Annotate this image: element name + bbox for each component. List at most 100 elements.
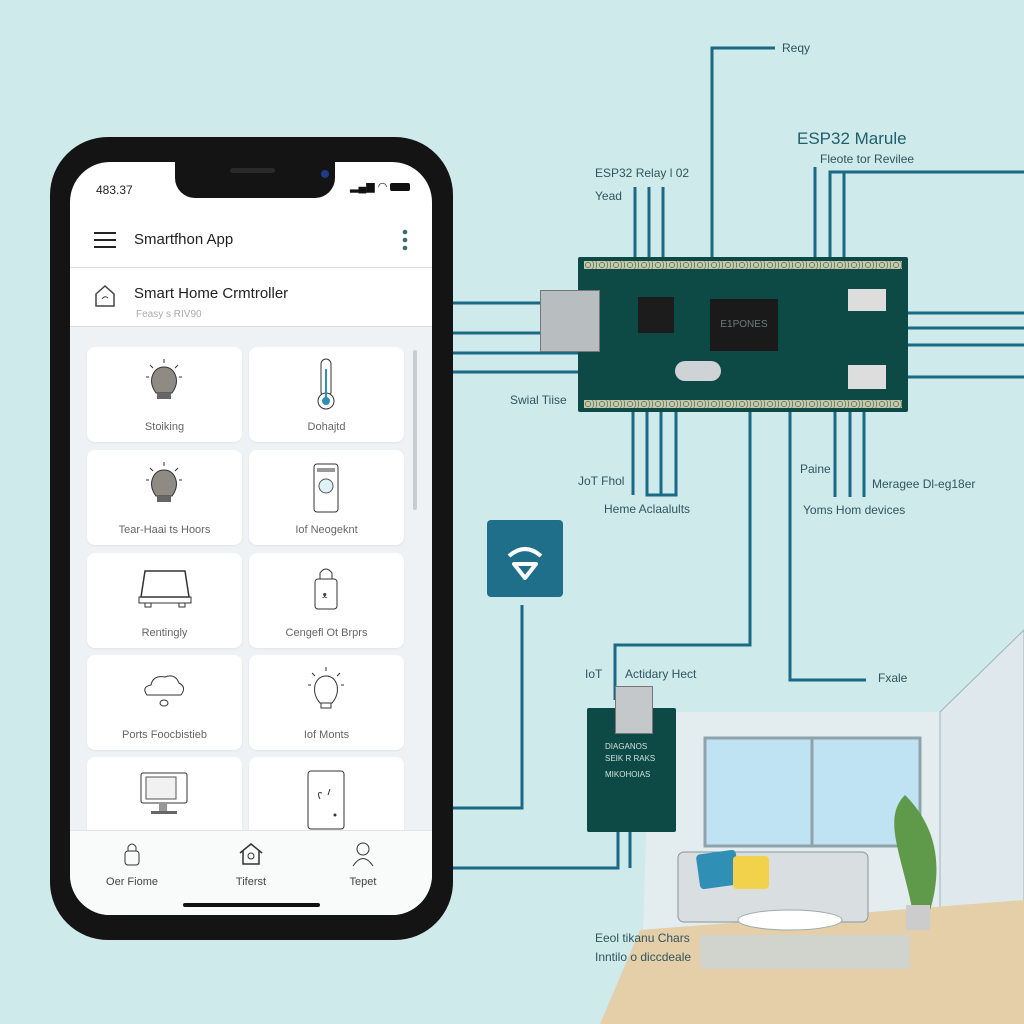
device-card[interactable]: Ports Foocbistieb — [87, 655, 242, 750]
board-text-2: SEIK R RAKS — [605, 754, 656, 763]
label-esp32-module-sub: Fleote tor Revilee — [820, 152, 915, 166]
device-card[interactable]: Tear-Haai ts Hoors — [87, 450, 242, 545]
board-text-1: DIAGANOS — [605, 742, 648, 751]
more-options-icon[interactable] — [402, 229, 408, 251]
app-bar: Smartfhon App — [70, 214, 432, 268]
label-home-actuators: Heme Aclaalults — [604, 502, 691, 516]
controller-header: Smart Home Crmtroller Feasy s RIV90 — [70, 268, 432, 327]
user-icon — [352, 842, 374, 867]
svg-text:ᴥ: ᴥ — [322, 590, 328, 600]
wire-wifi — [453, 605, 524, 810]
device-card[interactable]: Stoiking — [87, 347, 242, 442]
home-controller-icon — [95, 284, 115, 307]
smartphone: 483.37 ▂▄▆ ◠ Smartfhon App Smart Home Cr… — [50, 137, 453, 940]
component-button — [848, 365, 886, 389]
scrollbar[interactable] — [413, 350, 417, 510]
main-chip: E1PONES — [710, 299, 778, 351]
device-card[interactable]: ᴥ Cengefl Ot Brprs — [249, 553, 404, 648]
device-label: Ports Foocbistieb — [122, 729, 207, 741]
wifi-status-icon: ◠ — [377, 181, 388, 193]
app-title: Smartfhon App — [134, 231, 234, 248]
wire-small-board — [613, 412, 752, 700]
speaker — [230, 168, 275, 173]
nav-item-tepet[interactable]: Tepet — [313, 841, 413, 888]
status-icons: ▂▄▆ ◠ — [350, 180, 411, 193]
label-meragee: Meragee Dl-eg18er — [872, 477, 976, 491]
controller-title: Smart Home Crmtroller — [134, 285, 289, 302]
component-switch — [848, 289, 886, 311]
laptop-icon — [138, 570, 192, 608]
nav-label: Tepet — [349, 876, 377, 888]
bottom-nav: Oer Fiome Tiferst Tepet — [70, 830, 432, 915]
relay-board: DIAGANOS SEIK R RAKS MIKOHOIAS — [587, 686, 676, 832]
camera — [321, 170, 329, 178]
lightbulb-icon — [146, 462, 182, 502]
device-label: Rentingly — [141, 627, 188, 639]
device-card[interactable]: Rentingly — [87, 553, 242, 648]
device-grid: Stoiking Dohajtd Tear-Haai ts Hoors Iof … — [70, 327, 432, 852]
pin-header-bottom — [584, 400, 902, 408]
wire-devices — [833, 412, 866, 497]
cloud-icon — [144, 675, 185, 707]
label-paine: Paine — [800, 462, 831, 476]
nav-item-tiferst[interactable]: Tiferst — [201, 841, 301, 888]
label-esp32-module: ESP32 Marule — [797, 129, 907, 148]
device-label: Cengefl Ot Brprs — [285, 627, 368, 639]
device-label: Iof Monts — [303, 729, 350, 741]
lock-icon — [124, 843, 140, 866]
device-label: Dohajtd — [307, 421, 346, 433]
door-icon — [307, 770, 345, 830]
status-time: 483.37 — [96, 183, 133, 197]
label-reqy: Reqy — [782, 41, 811, 55]
wire-small-bottom — [453, 832, 632, 870]
thermometer-icon — [317, 358, 335, 410]
lightbulb-outline-icon — [308, 667, 344, 709]
phone-screen: 483.37 ▂▄▆ ◠ Smartfhon App Smart Home Cr… — [70, 162, 432, 915]
monitor-icon — [140, 772, 188, 814]
lightbulb-icon — [146, 359, 182, 399]
battery-icon — [390, 183, 411, 192]
label-actidary: Actidary Hect — [625, 667, 697, 681]
bag-icon: ᴥ — [314, 568, 338, 610]
living-room-illustration — [600, 629, 1024, 1024]
home-indicator[interactable] — [183, 903, 320, 907]
device-card[interactable]: Iof Monts — [249, 655, 404, 750]
label-yead: Yead — [595, 189, 622, 203]
wifi-icon — [507, 547, 543, 580]
remote-device-icon — [313, 463, 339, 513]
device-label: Tear-Haai ts Hoors — [118, 524, 211, 536]
label-esp32-relay: ESP32 Relay l 02 — [595, 166, 690, 180]
crystal — [675, 361, 721, 381]
wire-module-2 — [828, 170, 1024, 257]
wifi-tile — [487, 520, 563, 597]
signal-icon: ▂▄▆ — [350, 181, 375, 193]
wire-fxale — [788, 412, 866, 682]
label-home-devices: Yoms Hom devices — [803, 503, 906, 517]
nav-label: Tiferst — [235, 876, 267, 888]
nav-item-home[interactable]: Oer Fiome — [82, 841, 182, 888]
esp32-board: E1PONES — [540, 257, 908, 412]
label-iot-fhol: JoT Fhol — [578, 474, 625, 488]
label-swial: Swial Tiise — [510, 393, 567, 407]
label-inntilo: Inntilo o diccdeale — [595, 950, 692, 964]
wire-actuators — [631, 412, 678, 497]
chip-small — [638, 297, 674, 333]
device-label: Stoiking — [144, 421, 185, 433]
device-card[interactable]: Dohajtd — [249, 347, 404, 442]
wire-reqy — [710, 46, 775, 257]
device-label: Iof Neogeknt — [295, 524, 358, 536]
relay-connector — [615, 686, 653, 734]
label-eeol: Eeol tikanu Chars — [595, 931, 690, 945]
label-iot: IoT — [585, 667, 603, 681]
label-fxale: Fxale — [878, 671, 908, 685]
usb-port — [540, 290, 600, 352]
nav-label: Oer Fiome — [106, 876, 158, 888]
notch — [175, 162, 335, 198]
pin-header-top — [584, 261, 902, 269]
controller-subtitle: Feasy s RIV90 — [136, 309, 202, 320]
home-icon — [239, 843, 263, 865]
hamburger-menu-icon[interactable] — [94, 231, 116, 249]
board-text-3: MIKOHOIAS — [605, 770, 651, 779]
device-card[interactable]: Iof Neogeknt — [249, 450, 404, 545]
